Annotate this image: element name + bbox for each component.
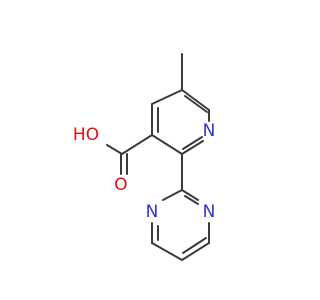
carboxylic-acid-group [106, 134, 153, 175]
bond-n1-c2-double [182, 136, 203, 150]
bond-n1-c2 [181, 140, 204, 155]
bond-c4p-c5p-double [182, 237, 207, 254]
bond-c5-c6 [181, 89, 210, 111]
bond-n1p-c2p [162, 189, 183, 201]
hydroxyl-label: HO [73, 125, 99, 145]
pyrimidine-ring [151, 189, 210, 261]
molecule-structure: N N N O HO [73, 53, 216, 261]
pyrimidine-nitrogen-top-label: N [203, 202, 216, 222]
bond-c4-c5 [151, 89, 183, 105]
bond-c4p-c5p [181, 242, 210, 261]
pyridine-nitrogen-label: N [203, 121, 216, 141]
bond-c3-carboxyl [121, 134, 153, 155]
bond-c2-c3 [151, 134, 183, 155]
bond-c2p-n3p-double [184, 195, 199, 205]
carbonyl-oxygen-label: O [114, 175, 127, 195]
structure-canvas: N N N O HO [73, 53, 216, 261]
pyrimidine-nitrogen-bottom-label: N [146, 202, 159, 222]
bond-c5-c6-double [184, 95, 208, 113]
bond-c2p-n3p [181, 189, 199, 201]
pyridine-ring [151, 89, 210, 155]
bond-c5p-c6p [151, 242, 183, 261]
bond-carboxyl-oh [106, 144, 123, 155]
